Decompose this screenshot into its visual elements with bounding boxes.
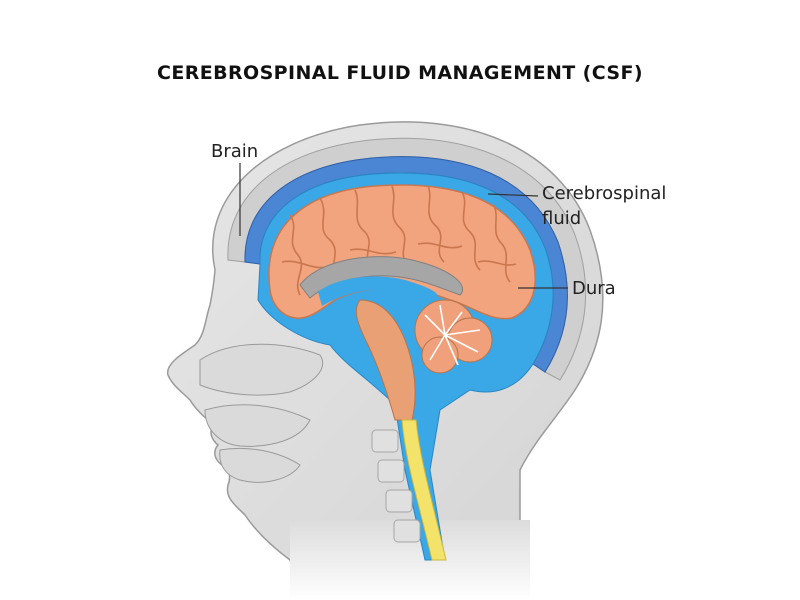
leader-lines (239, 163, 568, 289)
csf-label-line1: Cerebrospinal (542, 183, 667, 204)
spinal-cord (401, 419, 447, 561)
ventricle (318, 276, 439, 306)
diagram-title: CEREBROSPINAL FLUID MANAGEMENT (CSF) (157, 62, 643, 84)
dura-label: Dura (572, 278, 616, 299)
vertebrae (371, 429, 421, 543)
cerebellum (414, 299, 493, 374)
csf-label-line2: fluid (542, 208, 582, 229)
csf-leader-line (487, 193, 539, 197)
nasal-oral-structures (199, 343, 324, 483)
brain-label: Brain (211, 141, 259, 162)
